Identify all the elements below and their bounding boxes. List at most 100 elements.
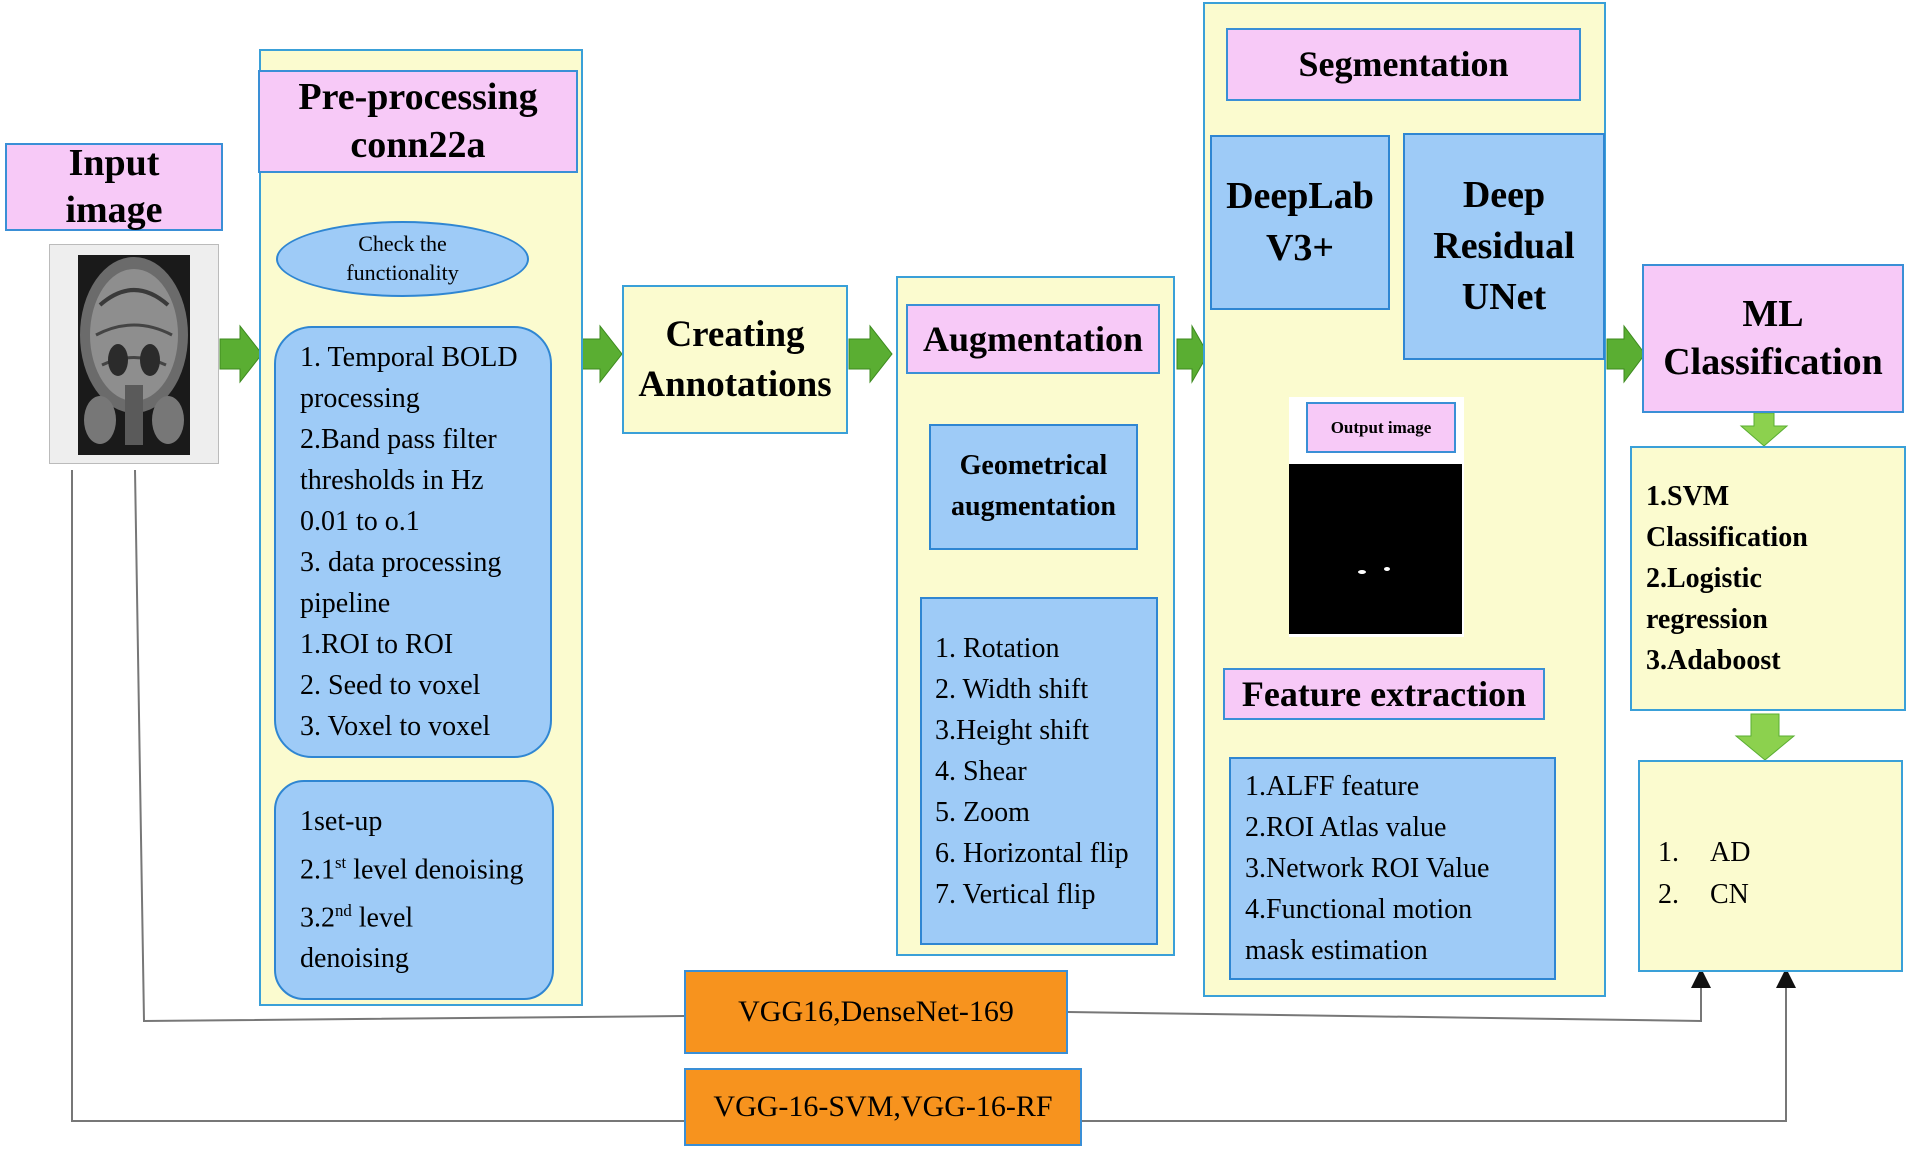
class-label: CN (1710, 879, 1749, 910)
baseline-line1-text: VGG16,DenseNet-169 (738, 995, 1014, 1028)
augmentation-item: 1. Rotation (935, 632, 1060, 664)
preprocessing-step: pipeline (300, 588, 391, 619)
resunet-line1: Deep (1462, 173, 1546, 216)
preprocessing-step: 0.01 to o.1 (300, 506, 420, 537)
ml-title-line2: Classification (1663, 340, 1883, 383)
deeplab-line1: DeepLab (1226, 175, 1374, 218)
feature-item: 3.Network ROI Value (1245, 853, 1490, 884)
class-item-cn: 2. CN (1658, 874, 1901, 916)
right-arrow-icon (219, 324, 263, 384)
feature-item: 1.ALFF feature (1245, 771, 1420, 802)
preprocessing-step: 3. Voxel to voxel (300, 711, 491, 742)
baseline-vgg16-svm-rf: VGG-16-SVM,VGG-16-RF (684, 1068, 1082, 1146)
preprocessing-title: Pre-processing conn22a (258, 70, 578, 173)
output-image-label: Output image (1306, 402, 1456, 453)
creating-annotations-box: Creating Annotations (622, 285, 848, 434)
brain-mri-icon (50, 245, 218, 463)
setup-line: 1set-up (300, 805, 383, 837)
ml-method-item: 1.SVM (1646, 481, 1730, 512)
preprocessing-title-line2: conn22a (350, 123, 486, 166)
check-line2: functionality (346, 260, 459, 285)
class-label: AD (1710, 837, 1751, 868)
ml-methods-list: 1.SVM Classification 2.Logistic regressi… (1646, 476, 1808, 681)
feature-item: mask estimation (1245, 935, 1428, 966)
ml-method-item: regression (1646, 604, 1768, 635)
class-num: 2. (1658, 879, 1679, 910)
baseline-line2-text: VGG-16-SVM,VGG-16-RF (713, 1090, 1053, 1123)
ml-title-line1: ML (1742, 293, 1804, 335)
deeplab-line2: V3+ (1265, 226, 1335, 269)
preprocessing-step: 3. data processing (300, 547, 502, 578)
input-title-line2: image (65, 189, 163, 231)
feature-extraction-title-text: Feature extraction (1241, 673, 1527, 714)
ml-method-item: 3.Adaboost (1646, 645, 1781, 676)
deeplab-box: DeepLab V3+ (1210, 135, 1390, 310)
preprocessing-step: thresholds in Hz (300, 465, 484, 496)
geometrical-augmentation-box: Geometrical augmentation (929, 424, 1138, 550)
augmentation-list: 1. Rotation 2. Width shift 3.Height shif… (935, 628, 1129, 915)
input-image-title: Input image (5, 141, 223, 231)
segmentation-title-text: Segmentation (1298, 44, 1509, 84)
feature-extraction-title: Feature extraction (1223, 668, 1545, 720)
preprocessing-step: 1.ROI to ROI (300, 629, 454, 660)
preprocessing-step: 2.Band pass filter (300, 424, 497, 455)
feature-item: 2.ROI Atlas value (1245, 812, 1447, 843)
augmentation-item: 7. Vertical flip (935, 878, 1096, 910)
right-arrow-icon (577, 324, 623, 384)
resunet-line3: UNet (1461, 276, 1547, 319)
feature-item: 4.Functional motion (1245, 894, 1473, 925)
baseline-vgg16-densenet: VGG16,DenseNet-169 (684, 970, 1068, 1054)
preprocessing-step: 2. Seed to voxel (300, 670, 481, 701)
baseline-connector-1 (134, 469, 685, 1023)
feature-list-box: 1.ALFF feature 2.ROI Atlas value 3.Netwo… (1229, 757, 1556, 980)
input-title-line1: Input (68, 141, 160, 184)
baseline-connector-1-right (1067, 968, 1711, 1023)
annotations-line2: Annotations (638, 363, 832, 405)
denoise-line-1: 2.1st level denoising (300, 852, 524, 885)
augmentation-item: 2. Width shift (935, 673, 1089, 705)
preprocessing-title-line1: Pre-processing (298, 76, 538, 118)
baseline-connector-2-right (1082, 968, 1796, 1122)
augmentation-item: 3.Height shift (935, 714, 1089, 746)
augmentation-item: 5. Zoom (935, 796, 1030, 828)
ml-classification-title: ML Classification (1642, 264, 1904, 413)
check-functionality-node: Check the functionality (276, 221, 529, 297)
preprocessing-step: processing (300, 383, 420, 414)
right-arrow-icon (1176, 324, 1209, 384)
feature-list: 1.ALFF feature 2.ROI Atlas value 3.Netwo… (1245, 766, 1489, 971)
output-image-label-text: Output image (1330, 417, 1432, 437)
annotations-line1: Creating (665, 313, 805, 355)
right-arrow-icon (848, 324, 893, 384)
denoise-line-2: 3.2nd level (300, 901, 414, 934)
segmentation-title: Segmentation (1226, 28, 1581, 101)
class-item-ad: 1. AD (1658, 832, 1901, 874)
augmentation-title-text: Augmentation (922, 318, 1143, 359)
right-arrow-icon (1606, 324, 1646, 384)
baseline-connector-2 (71, 470, 684, 1122)
down-arrow-icon (1739, 412, 1789, 447)
brain-mri-image (49, 244, 219, 464)
resunet-line2: Residual (1433, 224, 1575, 267)
preprocessing-steps-list: 1. Temporal BOLD processing 2.Band pass … (300, 337, 518, 747)
down-arrow-icon (1734, 713, 1796, 761)
deep-residual-unet-box: Deep Residual UNet (1403, 133, 1605, 360)
preprocessing-step: 1. Temporal BOLD (300, 342, 518, 373)
segmentation-mask-icon (1358, 567, 1390, 574)
class-num: 1. (1658, 837, 1679, 868)
denoise-line-3: denoising (300, 943, 409, 975)
augmentation-list-box: 1. Rotation 2. Width shift 3.Height shif… (920, 597, 1158, 945)
preprocessing-steps-box: 1. Temporal BOLD processing 2.Band pass … (274, 326, 552, 758)
segmentation-output-image (1289, 464, 1462, 634)
ml-methods-box: 1.SVM Classification 2.Logistic regressi… (1630, 446, 1906, 711)
denoising-list: 1set-up 2.1st level denoising 3.2nd leve… (300, 801, 524, 980)
augmentation-item: 6. Horizontal flip (935, 837, 1129, 869)
augmentation-title: Augmentation (906, 304, 1160, 374)
ml-method-item: Classification (1646, 522, 1808, 553)
class-output-box: 1. AD 2. CN (1638, 760, 1903, 972)
augmentation-item: 4. Shear (935, 755, 1027, 787)
ml-method-item: 2.Logistic (1646, 563, 1762, 594)
geo-line1: Geometrical (959, 450, 1108, 482)
geo-line2: augmentation (951, 491, 1116, 522)
check-line1: Check the (358, 231, 447, 257)
